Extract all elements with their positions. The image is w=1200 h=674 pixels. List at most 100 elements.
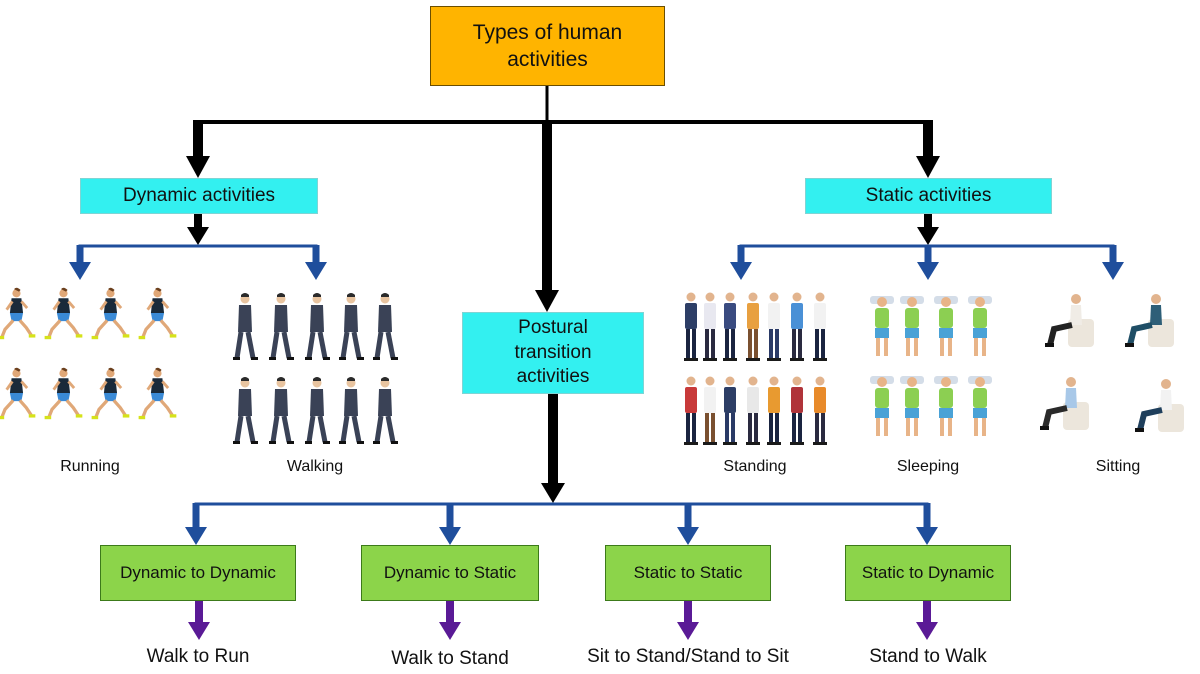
runner-figure — [44, 367, 83, 420]
shoes — [723, 442, 737, 445]
shoe — [122, 334, 130, 338]
sleeping-figure — [968, 296, 992, 356]
arrow-to-standing — [730, 245, 752, 280]
head — [815, 376, 825, 386]
shoe — [44, 335, 52, 340]
arrow-to-running — [69, 245, 91, 280]
shoe — [0, 415, 5, 420]
transition-dynamic-to-static: Dynamic to Static — [361, 545, 539, 601]
shorts — [973, 408, 987, 418]
head — [705, 376, 715, 386]
shoe — [287, 441, 294, 444]
chair — [1063, 402, 1089, 430]
standing-figure — [790, 292, 804, 361]
torso — [685, 303, 697, 329]
shoe — [91, 335, 99, 340]
leg — [317, 331, 328, 359]
shoe — [233, 357, 240, 360]
hair — [108, 287, 115, 292]
shoe — [339, 441, 346, 444]
shoe — [75, 414, 83, 418]
sitting-figure — [1135, 379, 1184, 432]
leg — [731, 413, 735, 443]
front-leg — [159, 399, 174, 417]
shoe — [391, 357, 398, 360]
leg — [948, 418, 952, 436]
standing-figure — [723, 376, 737, 445]
shorts — [9, 392, 24, 402]
arm — [114, 300, 123, 309]
arrow-shaft — [194, 214, 202, 227]
torso — [704, 303, 716, 329]
transition-dynamic-to-dynamic: Dynamic to Dynamic — [100, 545, 296, 601]
shoe — [251, 441, 258, 444]
leg — [748, 329, 752, 359]
arrow-postural-down — [541, 394, 565, 503]
leg — [775, 329, 779, 359]
shirt — [875, 308, 889, 328]
head — [907, 297, 917, 307]
leg — [705, 413, 709, 443]
hair — [277, 377, 285, 381]
back-leg — [141, 319, 156, 339]
hair — [155, 367, 162, 372]
torso — [1070, 305, 1082, 325]
arrow-head — [187, 227, 209, 245]
arrow-shaft — [924, 214, 932, 227]
arrow-head — [186, 156, 210, 178]
shoe — [357, 441, 364, 444]
arrow-head — [541, 483, 565, 503]
shoe — [269, 357, 276, 360]
leg — [374, 331, 384, 359]
leg — [914, 338, 918, 356]
arrow-to-example-0 — [188, 601, 210, 640]
shoe — [122, 414, 130, 418]
shoe — [1045, 343, 1054, 347]
leg — [705, 329, 709, 359]
leg — [692, 413, 696, 443]
arrow-head — [535, 290, 559, 312]
dynamic-activities-node: Dynamic activities — [80, 178, 318, 214]
arm — [67, 300, 76, 309]
standing-figure — [723, 292, 737, 361]
shoe — [28, 334, 36, 338]
arrow-head — [677, 622, 699, 640]
shoe — [138, 335, 146, 340]
arrow-head — [917, 262, 939, 280]
sleeping-figure — [900, 296, 924, 356]
arrow-shaft — [684, 601, 692, 622]
back-leg — [94, 319, 109, 339]
example-sit-to-stand: Sit to Stand/Stand to Sit — [587, 646, 789, 667]
example-walk-to-run: Walk to Run — [146, 646, 250, 667]
shoes — [790, 358, 804, 361]
shoe — [1135, 428, 1144, 432]
leg — [317, 415, 328, 443]
hair — [61, 287, 68, 292]
standing-figure — [813, 376, 827, 445]
shirt — [905, 388, 919, 408]
shoes — [746, 358, 760, 361]
sleeping-figure — [900, 376, 924, 436]
hair — [381, 293, 389, 297]
head — [792, 376, 802, 386]
leg — [974, 338, 978, 356]
head — [748, 292, 758, 302]
shorts — [56, 312, 71, 322]
shoe — [75, 334, 83, 338]
head — [1066, 377, 1076, 387]
arrow-shaft — [737, 245, 745, 262]
arrow-head — [439, 622, 461, 640]
leg — [876, 418, 880, 436]
head — [725, 292, 735, 302]
shoes — [703, 442, 717, 445]
leg — [351, 415, 362, 443]
torso — [103, 378, 118, 393]
leg — [686, 329, 690, 359]
leg — [798, 329, 802, 359]
arm — [5, 300, 14, 311]
leg — [1042, 405, 1068, 429]
shoe — [391, 441, 398, 444]
jacket — [238, 389, 252, 416]
walking-caption: Walking — [286, 458, 344, 475]
arrow-shaft — [923, 601, 931, 622]
